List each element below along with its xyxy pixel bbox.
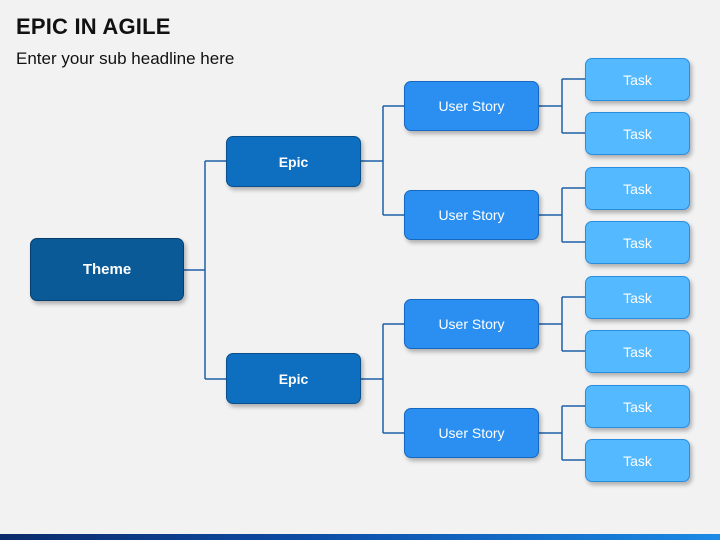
theme-node: Theme [30, 238, 184, 301]
task-node: Task [585, 221, 690, 264]
user-story-node: User Story [404, 299, 539, 349]
user-story-node: User Story [404, 190, 539, 240]
slide-subtitle: Enter your sub headline here [16, 49, 235, 68]
epic-node: Epic [226, 136, 361, 187]
task-node: Task [585, 385, 690, 428]
task-node: Task [585, 58, 690, 101]
task-node: Task [585, 276, 690, 319]
user-story-node: User Story [404, 408, 539, 458]
task-node: Task [585, 167, 690, 210]
task-node: Task [585, 439, 690, 482]
epic-node: Epic [226, 353, 361, 404]
footer-accent-bar [0, 534, 720, 540]
task-node: Task [585, 330, 690, 373]
slide-title: EPIC IN AGILE [16, 14, 171, 39]
task-node: Task [585, 112, 690, 155]
user-story-node: User Story [404, 81, 539, 131]
